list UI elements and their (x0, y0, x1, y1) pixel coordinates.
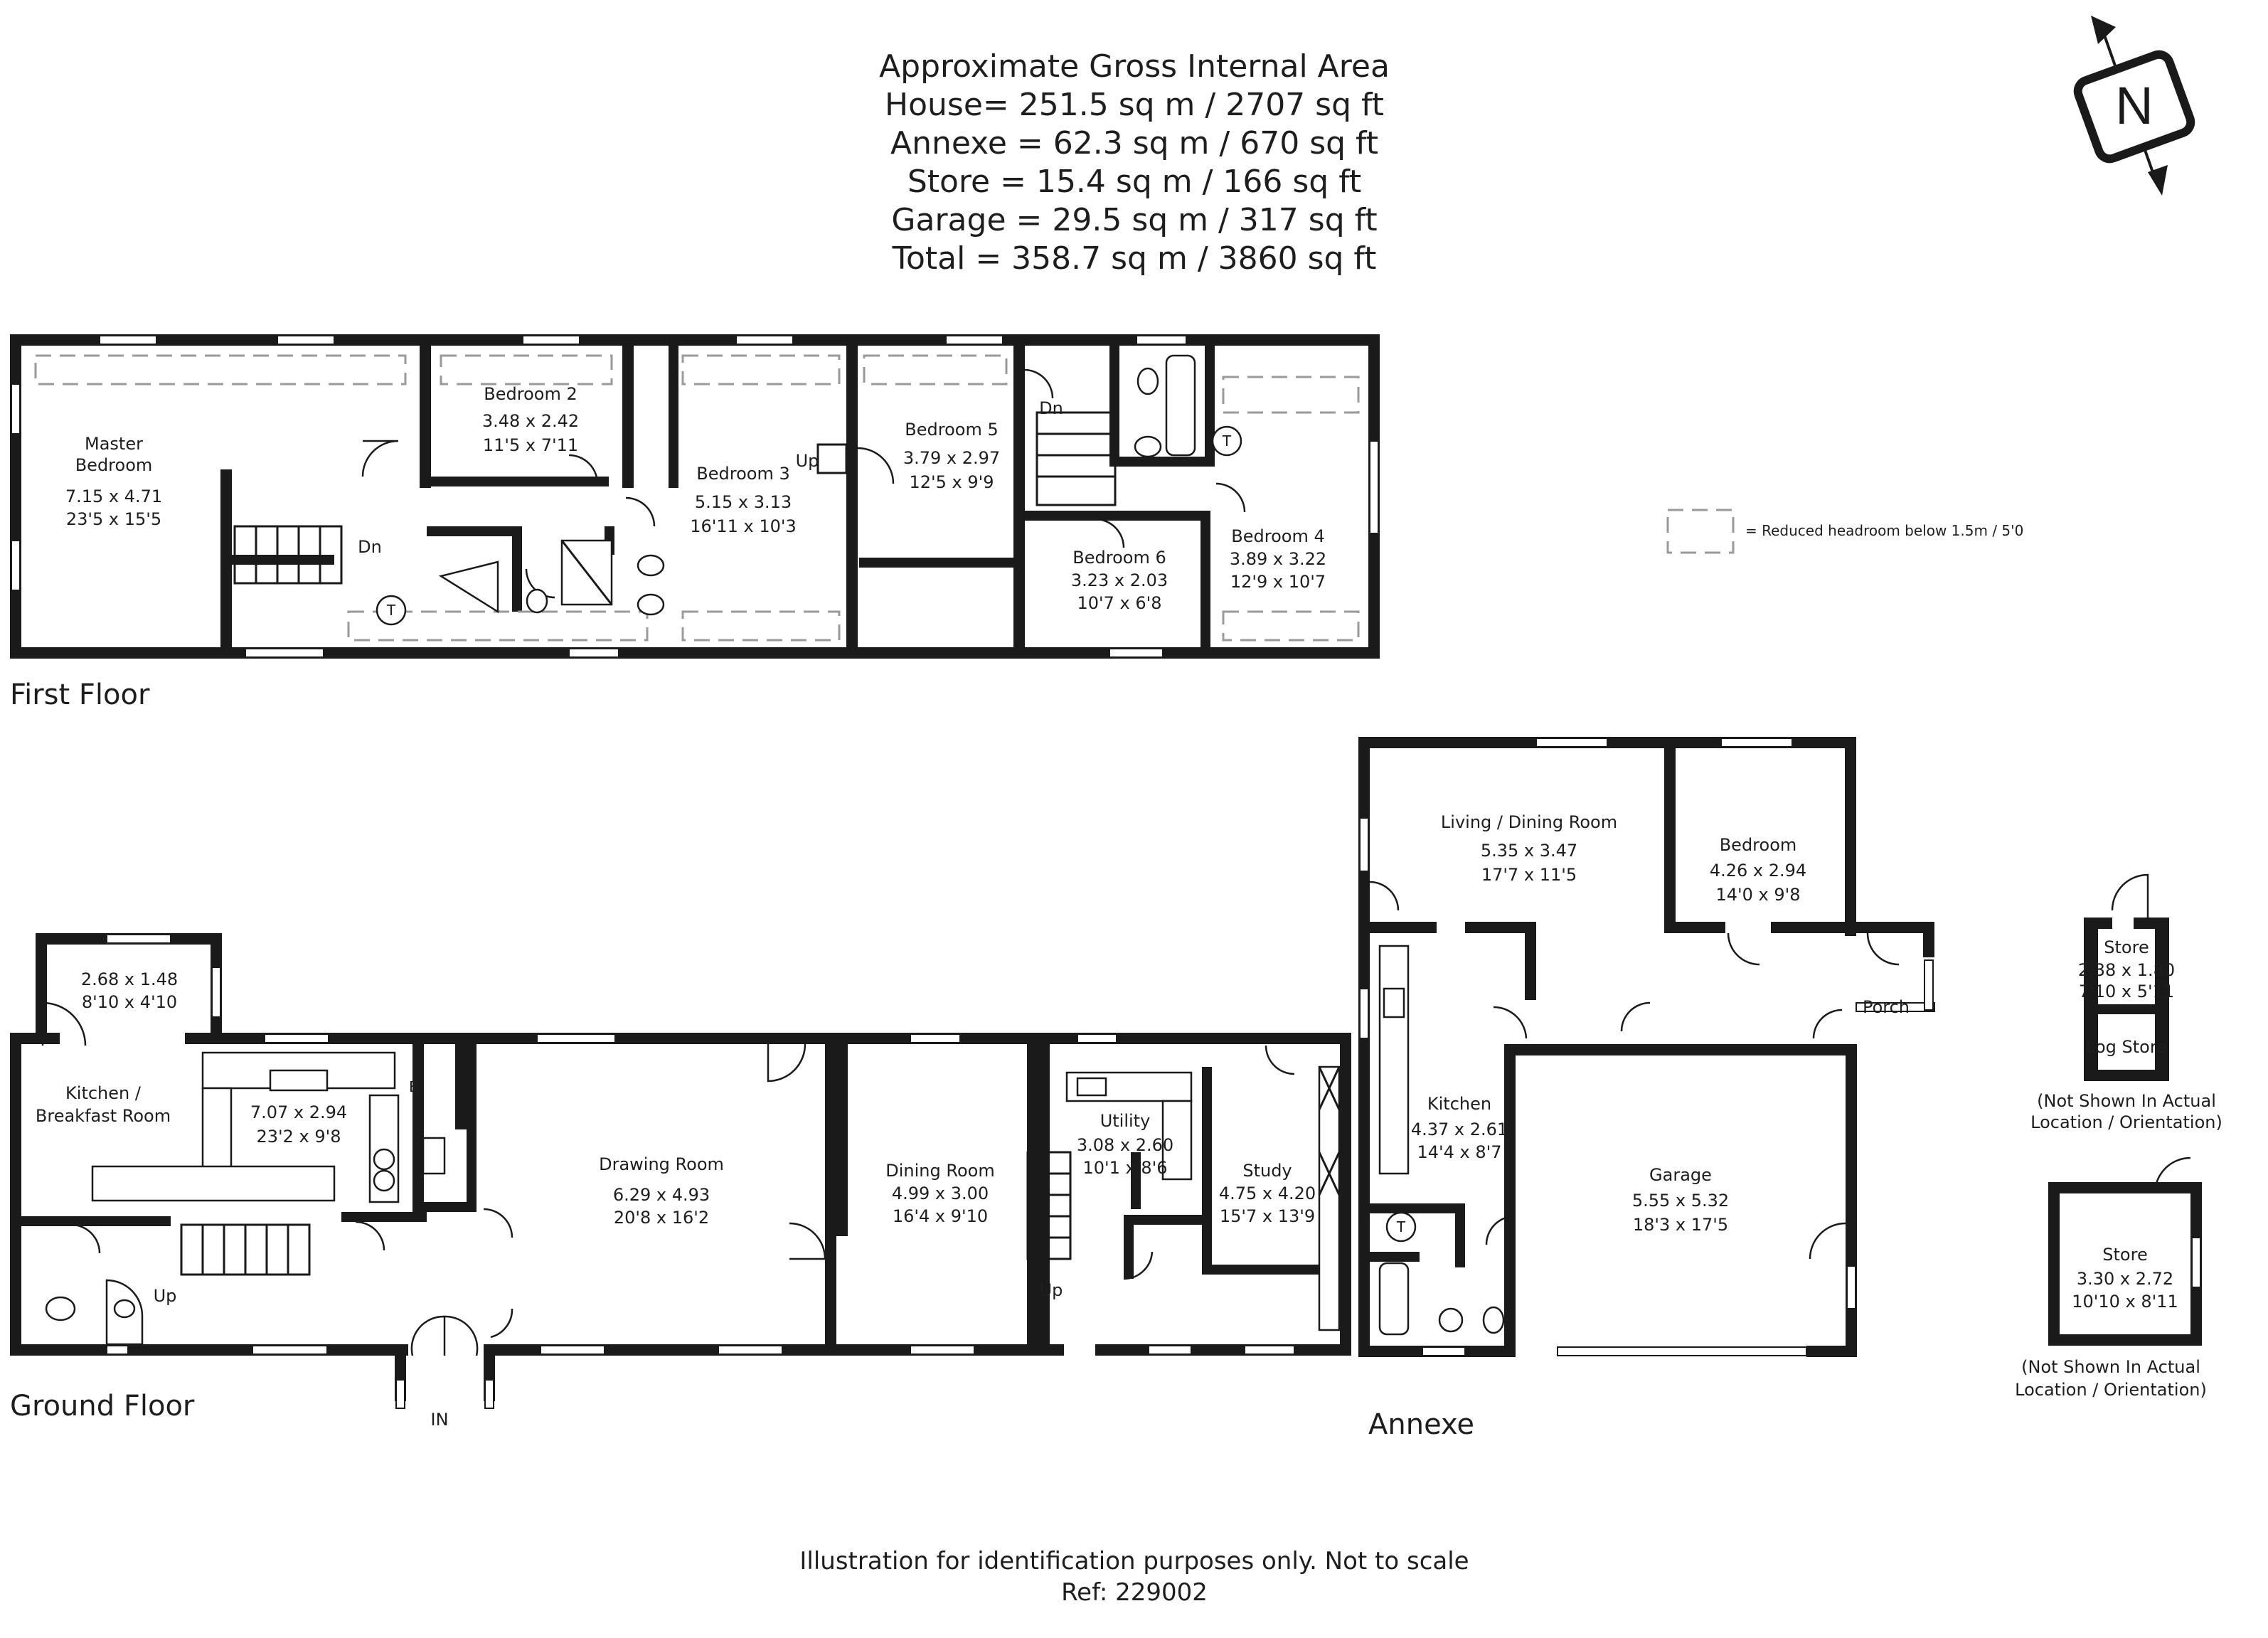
tank-label-t1: T (386, 602, 396, 619)
bedroom3-dim-metric: 5.15 x 3.13 (695, 492, 792, 512)
store2-note-line2: Location / Orientation) (2015, 1380, 2207, 1400)
utility-up-label: Up (1040, 1280, 1063, 1300)
utility-study-block: Utility 3.08 x 2.60 10'1 x 8'6 Study 4.7… (1038, 1033, 1351, 1356)
porch-room-dim-metric: 2.68 x 1.48 (81, 969, 178, 989)
area-line-annexe: Annexe = 62.3 sq m / 670 sq ft (890, 125, 1378, 161)
master-bedroom-name-line1: Master (85, 434, 143, 454)
area-line-store: Store = 15.4 sq m / 166 sq ft (907, 164, 1361, 200)
annexe-kitchen-dim-metric: 4.37 x 2.61 (1411, 1120, 1508, 1139)
bedroom6-dim-imperial: 10'7 x 6'8 (1077, 593, 1161, 613)
first-floor-label: First Floor (10, 679, 150, 711)
north-arrow-icon: N (2073, 16, 2195, 196)
drawing-room-dim-metric: 6.29 x 4.93 (613, 1185, 710, 1205)
area-line-total: Total = 358.7 sq m / 3860 sq ft (892, 240, 1377, 277)
bedroom5-dim-imperial: 12'5 x 9'9 (909, 472, 994, 492)
compass-letter: N (2115, 76, 2153, 135)
garage-dim-metric: 5.55 x 5.32 (1632, 1191, 1729, 1211)
drawing-room-dim-imperial: 20'8 x 16'2 (614, 1208, 709, 1228)
study-name: Study (1242, 1161, 1292, 1181)
dining-room-dim-metric: 4.99 x 3.00 (892, 1184, 989, 1203)
area-summary: Approximate Gross Internal Area House= 2… (879, 48, 1390, 277)
store-log-store-plan: Store 2.38 x 1.80 7'10 x 5'11 Log Store … (2030, 873, 2222, 1132)
kitchen-dim-imperial: 23'2 x 9'8 (256, 1127, 341, 1147)
living-dining-dim-metric: 5.35 x 3.47 (1481, 841, 1577, 861)
area-title: Approximate Gross Internal Area (879, 48, 1390, 85)
garage-dim-imperial: 18'3 x 17'5 (1633, 1215, 1728, 1235)
annexe-bedroom-name: Bedroom (1720, 835, 1797, 855)
annexe-kitchen-dim-imperial: 14'4 x 8'7 (1417, 1142, 1501, 1162)
bedroom6-dim-metric: 3.23 x 2.03 (1071, 570, 1168, 590)
store2-name: Store (2102, 1245, 2147, 1265)
porch-label: Porch (1863, 997, 1910, 1017)
master-bedroom-dim-metric: 7.15 x 4.71 (65, 486, 162, 506)
store1-dim-imperial: 7'10 x 5'11 (2079, 982, 2174, 1001)
living-dining-dim-imperial: 17'7 x 11'5 (1481, 865, 1577, 885)
bedroom6-name: Bedroom 6 (1072, 548, 1166, 568)
annexe-tank-label: T (1396, 1218, 1406, 1235)
bedroom5-name: Bedroom 5 (905, 420, 998, 440)
garage-name: Garage (1649, 1165, 1712, 1185)
study-dim-imperial: 15'7 x 13'9 (1220, 1206, 1315, 1226)
utility-dim-metric: 3.08 x 2.60 (1077, 1135, 1173, 1155)
study-dim-metric: 4.75 x 4.20 (1219, 1184, 1316, 1203)
utility-dim-imperial: 10'1 x 8'6 (1082, 1158, 1167, 1178)
kitchen-dim-metric: 7.07 x 2.94 (250, 1102, 347, 1122)
annexe-bedroom-dim-metric: 4.26 x 2.94 (1710, 861, 1806, 881)
bedroom2-name: Bedroom 2 (484, 384, 577, 404)
bedroom3-dim-imperial: 16'11 x 10'3 (690, 516, 797, 536)
store1-note-line1: (Not Shown In Actual (2037, 1091, 2216, 1111)
boiler-label: B (409, 1078, 419, 1095)
kitchen-name-line1: Kitchen / (65, 1083, 142, 1103)
reduced-headroom-swatch (1666, 509, 1735, 554)
ground-floor-up-label: Up (154, 1286, 177, 1306)
annexe-bedroom-dim-imperial: 14'0 x 9'8 (1715, 885, 1800, 905)
bedroom4-dim-imperial: 12'9 x 10'7 (1230, 572, 1326, 592)
drawing-room-name: Drawing Room (599, 1154, 724, 1174)
kitchen-name-line2: Breakfast Room (36, 1106, 171, 1126)
legend: = Reduced headroom below 1.5m / 5'0 (1666, 509, 2023, 554)
store2-dim-imperial: 10'10 x 8'11 (2072, 1292, 2178, 1312)
store1-dim-metric: 2.38 x 1.80 (2078, 960, 2175, 980)
store1-note-line2: Location / Orientation) (2030, 1112, 2222, 1132)
bedroom4-name: Bedroom 4 (1231, 526, 1324, 546)
log-store-name: Log Store (2086, 1037, 2167, 1057)
dining-room-dim-imperial: 16'4 x 9'10 (893, 1206, 988, 1226)
porch-room-dim-imperial: 8'10 x 4'10 (82, 992, 177, 1012)
dining-room-name: Dining Room (885, 1161, 994, 1181)
tank-label-t2: T (1222, 432, 1232, 450)
bedroom2-dim-metric: 3.48 x 2.42 (482, 411, 579, 431)
utility-name: Utility (1100, 1111, 1151, 1131)
first-floor-plan: T T Master Bedroom 7.15 x 4.71 23'5 x 15… (10, 334, 1380, 659)
ground-floor-label: Ground Floor (10, 1390, 195, 1422)
bedroom5-dim-metric: 3.79 x 2.97 (903, 448, 1000, 468)
bedroom4-dim-metric: 3.89 x 3.22 (1230, 549, 1326, 569)
annexe-kitchen-name: Kitchen (1427, 1094, 1491, 1114)
master-bedroom-dim-imperial: 23'5 x 15'5 (66, 509, 161, 529)
store2-plan: Store 3.30 x 2.72 10'10 x 8'11 (Not Show… (2015, 1156, 2207, 1400)
annexe-plan: T Living / Dining Room 5.35 x 3.47 17'7 … (1358, 737, 1935, 1357)
ground-floor-plan: B 2.68 x 1.48 8'10 x 4'10 (10, 933, 1072, 1430)
bedroom5-dn-label: Dn (1039, 398, 1063, 418)
store1-name: Store (2104, 937, 2149, 957)
legend-text: = Reduced headroom below 1.5m / 5'0 (1745, 522, 2023, 539)
first-floor-dn-label: Dn (358, 537, 382, 557)
master-bedroom-name-line2: Bedroom (75, 455, 153, 475)
area-line-house: House= 251.5 sq m / 2707 sq ft (885, 87, 1384, 123)
annexe-label: Annexe (1368, 1408, 1474, 1441)
footer-ref: Ref: 229002 (1061, 1578, 1208, 1607)
footer-disclaimer: Illustration for identification purposes… (799, 1547, 1469, 1575)
bedroom2-dim-imperial: 11'5 x 7'11 (483, 435, 578, 455)
bedroom3-name: Bedroom 3 (696, 464, 789, 484)
store2-dim-metric: 3.30 x 2.72 (2077, 1269, 2173, 1289)
bedroom3-up-label: Up (796, 451, 819, 471)
living-dining-name: Living / Dining Room (1441, 812, 1617, 832)
entrance-in-label: IN (430, 1410, 448, 1430)
area-line-garage: Garage = 29.5 sq m / 317 sq ft (891, 202, 1377, 238)
store2-note-line1: (Not Shown In Actual (2021, 1357, 2200, 1377)
